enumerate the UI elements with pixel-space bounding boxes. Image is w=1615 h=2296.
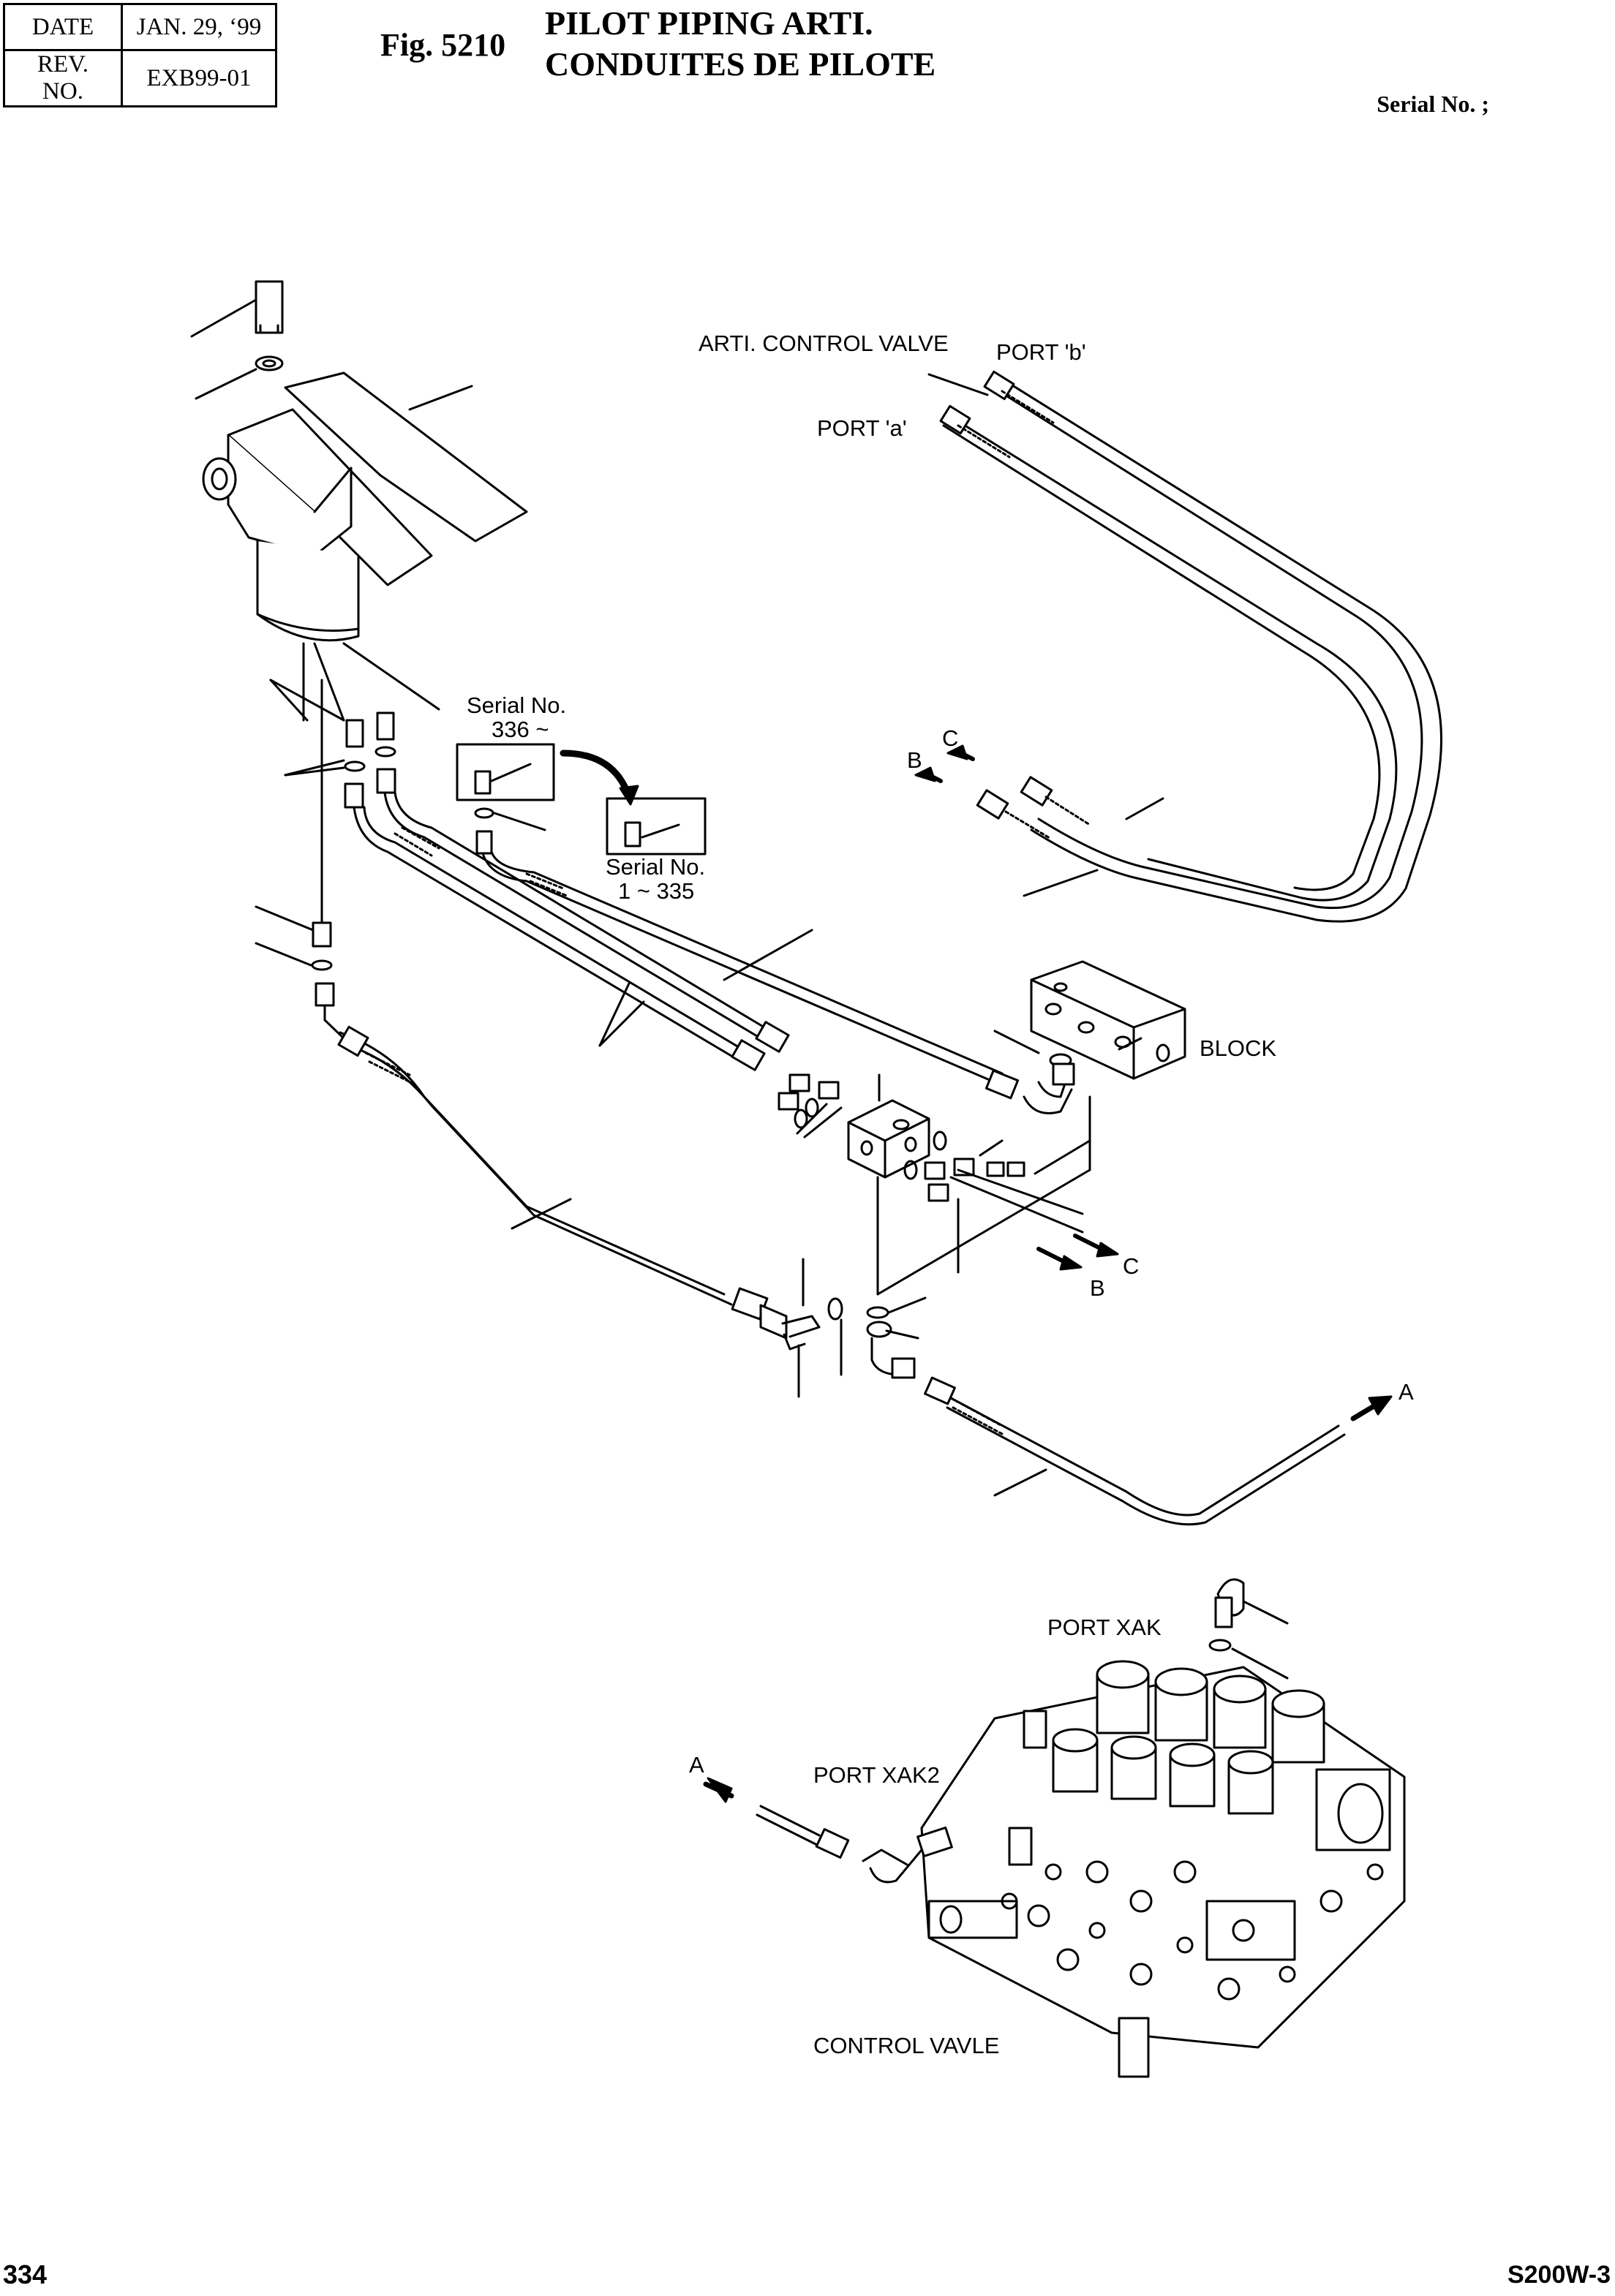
center-block xyxy=(778,1073,1091,1296)
manifold-block xyxy=(1023,960,1186,1114)
title-english: PILOT PIPING ARTI. xyxy=(545,4,873,42)
rev-value: EXB99-01 xyxy=(121,49,277,107)
control-valve-assembly xyxy=(703,1578,1406,2078)
label-serial-1-line2: 1 ~ 335 xyxy=(618,878,694,904)
label-port-a: PORT 'a' xyxy=(817,415,907,441)
figure-number: Fig. 5210 xyxy=(380,27,506,63)
date-value: JAN. 29, ‘99 xyxy=(121,3,277,51)
label-arrow-b-top: B xyxy=(907,747,922,773)
label-serial-336-line2: 336 ~ xyxy=(492,717,549,742)
date-label: DATE xyxy=(3,3,123,51)
rev-label: REV. NO. xyxy=(3,49,123,107)
label-arti-control-valve: ARTI. CONTROL VALVE xyxy=(699,331,949,356)
tee-fitting-bottom xyxy=(759,1258,927,1398)
hose-left-long xyxy=(255,905,769,1321)
hoses-arti-valve xyxy=(914,370,1442,923)
page-number: 334 xyxy=(3,2259,48,2289)
label-port-b: PORT 'b' xyxy=(996,339,1086,365)
hose-to-a xyxy=(924,1376,1393,1526)
label-port-xak: PORT XAK xyxy=(1047,1615,1162,1640)
page-title: PILOT PIPING ARTI. CONDUITES DE PILOTE xyxy=(545,3,936,85)
title-french: CONDUITES DE PILOTE xyxy=(545,45,936,83)
hoses-to-block xyxy=(353,791,1040,1100)
label-serial-336-line1: Serial No. xyxy=(467,692,566,718)
label-serial-1-line1: Serial No. xyxy=(606,854,705,880)
label-block: BLOCK xyxy=(1200,1035,1276,1061)
serial-336-inset xyxy=(456,743,639,855)
label-arrow-a-right: A xyxy=(1398,1379,1414,1405)
serial-1-335-inset xyxy=(606,797,707,856)
diagram-labels: ARTI. CONTROL VALVE PORT 'b' PORT 'a' Se… xyxy=(467,331,1414,2058)
label-control-valve: CONTROL VAVLE xyxy=(813,2033,999,2058)
revision-table: DATE JAN. 29, ‘99 REV. NO. EXB99-01 xyxy=(3,3,277,107)
label-arrow-a-left: A xyxy=(689,1752,704,1778)
fittings-upper-left xyxy=(269,679,396,930)
label-port-xak2: PORT XAK2 xyxy=(813,1762,940,1788)
serial-number: Serial No. ; xyxy=(1377,91,1489,117)
label-arrow-b-mid: B xyxy=(1090,1275,1105,1301)
model-code: S200W-3 xyxy=(1507,2261,1611,2289)
label-arrow-c-top: C xyxy=(942,725,958,751)
arrows-bc-mid xyxy=(1036,1234,1119,1271)
pilot-pedal-valve xyxy=(190,280,528,722)
label-arrow-c-mid: C xyxy=(1123,1253,1139,1279)
